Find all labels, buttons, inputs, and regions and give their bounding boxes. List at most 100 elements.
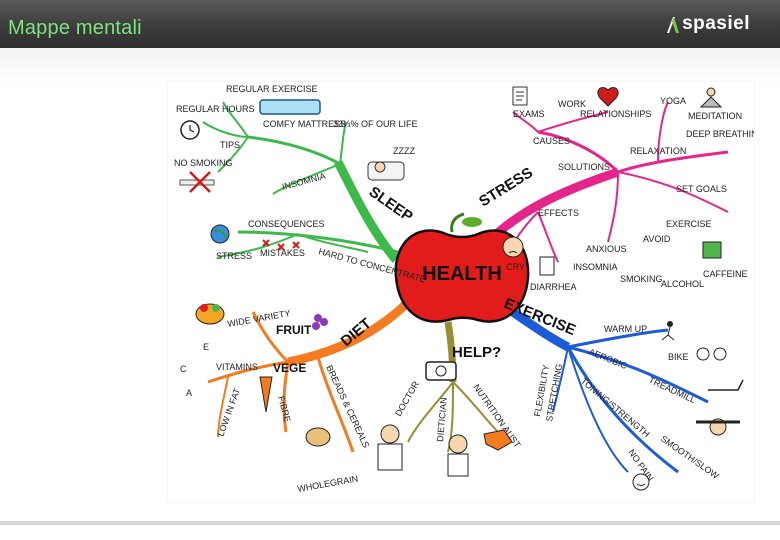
treadmill-icon (708, 379, 744, 391)
branch-line (617, 150, 729, 174)
branch-line (567, 328, 669, 349)
aspasiel-logo[interactable]: spasiel (666, 12, 750, 36)
causes-label: CAUSES (533, 136, 570, 146)
branch-line (237, 230, 399, 254)
stress-label: STRESS (476, 164, 536, 210)
effects-label: EFFECTS (538, 208, 579, 218)
doctor-label: DOCTOR (393, 379, 421, 418)
branch-line (452, 381, 499, 433)
diarrhea-label: DIARRHEA (530, 282, 577, 292)
globe-icon (210, 224, 230, 244)
no-smoking-label: NO SMOKING (174, 158, 233, 168)
branch-line (607, 171, 619, 243)
vitamin-c-label: C (180, 364, 187, 374)
branch-line (512, 111, 539, 133)
logo-text: spasiel (682, 13, 750, 34)
bread-icon (305, 427, 331, 447)
footer-divider (0, 521, 780, 525)
warm-up-label: WARM UP (604, 324, 647, 334)
mindmap-image: HEALTH SLEEP STRESS DIET EXERCISE HELP? … (168, 82, 765, 502)
carrot-icon (259, 376, 273, 413)
branch-line (567, 345, 709, 404)
branch-line (552, 346, 569, 413)
meditation-label: MEDITATION (688, 111, 742, 121)
bicycle-icon (696, 347, 727, 361)
fruit-label: FRUIT (276, 323, 312, 337)
diet-branch (287, 298, 412, 367)
australia-map-icon (483, 429, 513, 451)
aerobic-label: AEROBIC (587, 347, 629, 372)
dietician-icon (447, 434, 469, 477)
meditation-icon (699, 87, 723, 108)
branch-line (282, 361, 290, 433)
relationships-label: RELATIONSHIPS (580, 109, 651, 119)
comfy-mattress-label: COMFY MATTRESS (263, 119, 346, 129)
cry-label: CRY (506, 262, 525, 272)
avoid-label: AVOID (643, 234, 671, 244)
mattress-icon (259, 99, 321, 115)
caffeine-label: CAFFEINE (703, 269, 748, 279)
broken-heart-icon (597, 87, 619, 107)
exams-label: EXAMS (513, 109, 545, 119)
stress-sub-label: STRESS (216, 251, 252, 261)
diet-label: DIET (338, 315, 375, 350)
sleeping-person-icon (367, 161, 405, 181)
runner-icon (661, 321, 675, 341)
mindmap-drawing: HEALTH SLEEP STRESS DIET EXERCISE HELP? … (174, 84, 765, 494)
yoga-label: YOGA (660, 96, 686, 106)
dietician-label: DIETICIAN (435, 397, 449, 442)
aspasiel-logo-mark-icon (666, 14, 680, 34)
insomnia-label: INSOMNIA (281, 171, 327, 192)
branch-line (617, 171, 729, 213)
doctor-icon (377, 424, 403, 471)
exam-paper-icon (512, 86, 528, 106)
branch-line (202, 121, 249, 138)
branch-line (407, 381, 454, 443)
insomnia2-label: INSOMNIA (573, 262, 618, 272)
treadmill-label: TREADMILL (647, 375, 697, 405)
mistakes-label: MISTAKES (260, 248, 305, 258)
vege-label: VEGE (273, 361, 306, 375)
branch-line (316, 356, 355, 453)
smoking-label: SMOKING (620, 274, 663, 284)
set-goals-label: SET GOALS (676, 184, 727, 194)
regular-hours-label: REGULAR HOURS (176, 104, 255, 114)
fruit-basket-icon (195, 303, 225, 325)
branch-line (207, 360, 289, 384)
center-label: HEALTH (422, 263, 502, 285)
low-in-fat-label: LOW IN FAT (215, 386, 242, 437)
vitamin-e-label: E (203, 342, 209, 352)
wholegrain-label: WHOLEGRAIN (297, 473, 359, 494)
bike-label: BIKE (668, 352, 689, 362)
branch-line (272, 163, 341, 195)
vitamin-a-label: A (186, 388, 192, 398)
branch-line (297, 233, 369, 253)
one-third-label: 33⅓% OF OUR LIFE (333, 119, 418, 129)
zzzz-label: ZZZZ (393, 146, 415, 156)
alcohol-label: ALCOHOL (661, 279, 704, 289)
clock-icon (180, 120, 200, 140)
consequences-label: CONSEQUENCES (248, 219, 325, 229)
weightlifter-icon (696, 418, 740, 436)
deep-breathing-label: DEEP BREATHING (686, 129, 754, 139)
branch-line (222, 101, 249, 138)
branch-line (217, 233, 299, 258)
branch-line (657, 101, 669, 163)
branch-line (537, 211, 559, 263)
fibre-label: FIBRE (276, 395, 293, 423)
grapes-icon (312, 314, 328, 330)
vitamins-label: VITAMINS (216, 362, 258, 372)
crying-face-icon (502, 236, 524, 258)
branch-line (567, 346, 629, 473)
header-bar: Mappe mentali spasiel (0, 0, 780, 48)
branch-line (217, 136, 249, 173)
solutions-label: SOLUTIONS (558, 162, 610, 172)
branch-line (537, 130, 620, 174)
smiley-icon (632, 473, 650, 491)
branch-line (247, 135, 341, 166)
branch-line (537, 111, 609, 133)
exercise-sub-label: EXERCISE (666, 219, 712, 229)
tips-label: TIPS (220, 140, 240, 150)
branch-line (217, 376, 229, 438)
toilet-icon (539, 256, 555, 276)
